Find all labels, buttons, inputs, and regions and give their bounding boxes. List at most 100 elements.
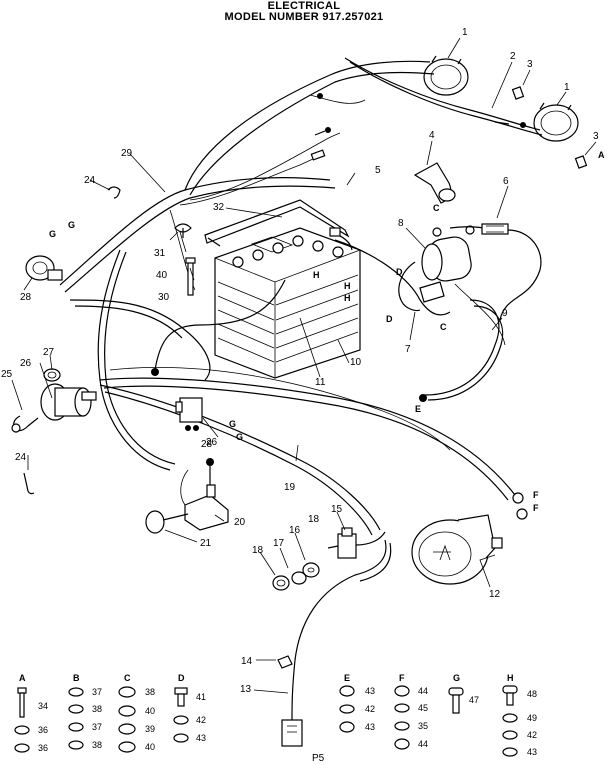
hardware-group-d: D 41 42 43 — [173, 673, 206, 743]
fuse-holder — [449, 223, 542, 321]
wire-letter-g3: G — [229, 419, 236, 429]
headlight-harness — [184, 57, 543, 196]
callout-30: 30 — [158, 292, 170, 303]
hardware-part-number: 48 — [527, 689, 537, 699]
hardware-group-h: H 48 49 42 43 — [502, 673, 537, 757]
callout-17: 17 — [273, 538, 285, 549]
callout-15: 15 — [331, 504, 343, 515]
ground-cable — [454, 283, 506, 346]
hardware-part-number: 37 — [92, 722, 102, 732]
cable-9 — [419, 299, 504, 402]
hardware-part-number: 42 — [365, 704, 375, 714]
hardware-part-number: 38 — [145, 687, 155, 697]
solenoid-boot — [413, 162, 456, 204]
wing-nut — [174, 223, 192, 238]
callout-20: 20 — [234, 517, 246, 528]
hardware-part-number: 38 — [92, 704, 102, 714]
lights-switch — [175, 397, 203, 431]
lock-washer — [302, 562, 320, 578]
solenoid — [419, 225, 475, 303]
headlight-clip-2 — [574, 155, 588, 169]
hardware-part-number: 47 — [469, 695, 479, 705]
callout-32: 32 — [213, 202, 225, 213]
headlight-right — [533, 102, 579, 142]
wire-letters: A C C D D E F F G G G G H H H — [49, 150, 605, 513]
battery — [214, 227, 361, 379]
hardware-group-f: F 44 45 35 44 — [394, 673, 428, 750]
wire-letter-f1: F — [533, 490, 539, 500]
diode-lead — [180, 469, 189, 506]
wire-lead-d — [398, 261, 421, 312]
hardware-part-number: 44 — [418, 686, 428, 696]
wire-letter-c2: C — [440, 322, 447, 332]
hardware-part-number: 43 — [527, 747, 537, 757]
choke-control — [145, 458, 229, 534]
callout-13: 13 — [240, 684, 252, 695]
callout-21: 21 — [200, 538, 212, 549]
diagram-title: ELECTRICAL — [267, 0, 341, 12]
wire-letter-g1: G — [49, 229, 56, 239]
wire-letter-a: A — [598, 150, 605, 160]
callout-7: 7 — [405, 344, 411, 355]
callout-27: 27 — [43, 347, 55, 358]
hardware-part-number: 38 — [92, 740, 102, 750]
headlight-left — [423, 55, 469, 96]
callout-10: 10 — [350, 357, 362, 368]
callout-18a: 18 — [308, 514, 320, 525]
callout-29: 29 — [121, 148, 133, 159]
hardware-part-number: 37 — [92, 687, 102, 697]
hardware-letter: D — [178, 673, 185, 683]
callout-40: 40 — [156, 270, 168, 281]
hardware-letter: F — [399, 673, 405, 683]
hardware-letter: H — [507, 673, 514, 683]
hardware-part-number: 44 — [418, 739, 428, 749]
wire-letter-g2: G — [68, 220, 75, 230]
wire-letter-h2: H — [344, 281, 351, 291]
hardware-group-a: A 34 36 36 — [14, 673, 48, 753]
ignition-switch — [40, 383, 97, 421]
wire-letter-d1: D — [396, 267, 403, 277]
callout-25: 25 — [1, 369, 13, 380]
wire-clip — [277, 655, 293, 669]
ammeter — [411, 492, 528, 585]
hardware-part-number: 36 — [38, 743, 48, 753]
hardware-group-e: E 43 42 43 — [339, 673, 375, 733]
battery-bolt — [185, 257, 196, 296]
leader-lines — [11, 37, 597, 694]
hardware-key: A 34 36 36 B 37 38 37 38 C 38 — [14, 673, 537, 757]
hardware-part-number: 49 — [527, 713, 537, 723]
hardware-part-number: 43 — [365, 686, 375, 696]
callout-26a: 26 — [20, 358, 32, 369]
wire-letter-e: E — [415, 404, 421, 414]
seat-switch — [25, 255, 63, 281]
diagram-subtitle: MODEL NUMBER 917.257021 — [224, 11, 384, 23]
callout-8: 8 — [398, 218, 404, 229]
hardware-part-number: 35 — [418, 721, 428, 731]
callout-16: 16 — [289, 525, 301, 536]
callout-11: 11 — [315, 377, 326, 388]
hardware-letter: E — [344, 673, 350, 683]
interlock-switch — [327, 527, 386, 559]
hardware-part-number: 34 — [38, 701, 48, 711]
callout-3a: 3 — [527, 59, 533, 70]
hardware-part-number: 42 — [527, 730, 537, 740]
battery-hold-down — [204, 199, 350, 247]
wire-letter-g4: G — [236, 432, 243, 442]
wire-letter-h3: H — [344, 293, 351, 303]
callout-24b: 24 — [15, 452, 27, 463]
battery-cable-negative — [329, 227, 451, 316]
callout-1a: 1 — [462, 27, 468, 38]
hardware-part-number: 42 — [196, 715, 206, 725]
callout-6: 6 — [503, 176, 509, 187]
hardware-part-number: 43 — [196, 733, 206, 743]
callout-18b: 18 — [252, 545, 264, 556]
callout-12: 12 — [489, 589, 501, 600]
wire-letter-c1: C — [433, 203, 440, 213]
ignition-nut — [43, 368, 61, 382]
callout-28b: 28 — [201, 439, 213, 450]
callout-14: 14 — [241, 656, 253, 667]
callout-5: 5 — [375, 165, 381, 176]
callout-labels: 1 1 2 3 3 4 5 6 7 8 9 10 11 12 13 14 15 … — [1, 27, 599, 695]
hardware-group-g: G 47 — [448, 673, 479, 714]
wire-letter-h1: H — [313, 270, 320, 280]
